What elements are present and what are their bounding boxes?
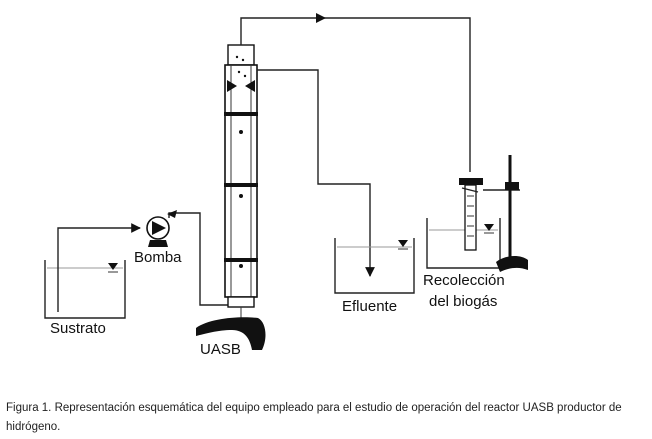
pump-label: Bomba [134, 249, 182, 266]
reactor-stand [196, 317, 266, 350]
substrate-label: Sustrato [50, 320, 106, 337]
collection-label-2: del biogás [429, 293, 497, 310]
figure-caption: Figura 1. Representación esquemática del… [6, 402, 622, 433]
uasb-label: UASB [200, 341, 241, 358]
effluent-tank [334, 238, 415, 294]
uasb-reactor [224, 44, 258, 318]
biogas-collector [426, 155, 528, 272]
biogas-line [240, 17, 471, 172]
substrate-tank [44, 260, 126, 319]
effluent-label: Efluente [342, 298, 397, 315]
collection-label-1: Recolección [423, 272, 505, 289]
feed-line [57, 223, 141, 312]
effluent-line [257, 69, 375, 277]
pump [146, 216, 170, 247]
